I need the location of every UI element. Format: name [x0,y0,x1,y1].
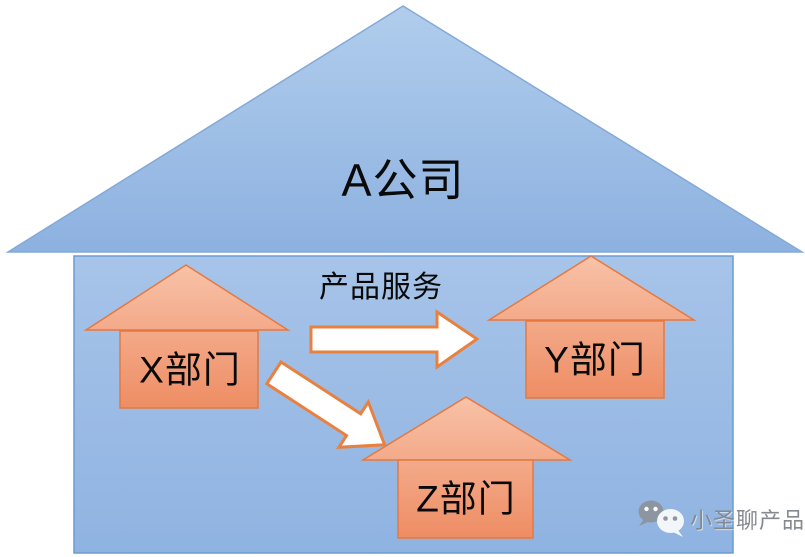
dept-x-label: X部门 [139,349,241,391]
arrow-x-to-z [264,359,387,449]
flow-label: 产品服务 [319,271,443,304]
wechat-logo-icon [638,500,684,537]
dept-y-roof-shape [486,255,697,321]
dept-x-body-shape [119,330,259,409]
dept-y-label: Y部门 [544,339,646,381]
dept-y-body-shape [525,320,665,399]
company-roof-shape [5,5,805,253]
dept-z-body-shape [397,459,534,539]
arrow-x-to-y [309,309,480,370]
watermark: 小圣聊产品 [634,496,805,542]
watermark-text: 小圣聊产品 [690,508,805,533]
dept-z-label: Z部门 [416,478,516,520]
dept-x-roof-shape [83,264,291,331]
company-label: A公司 [341,154,465,206]
